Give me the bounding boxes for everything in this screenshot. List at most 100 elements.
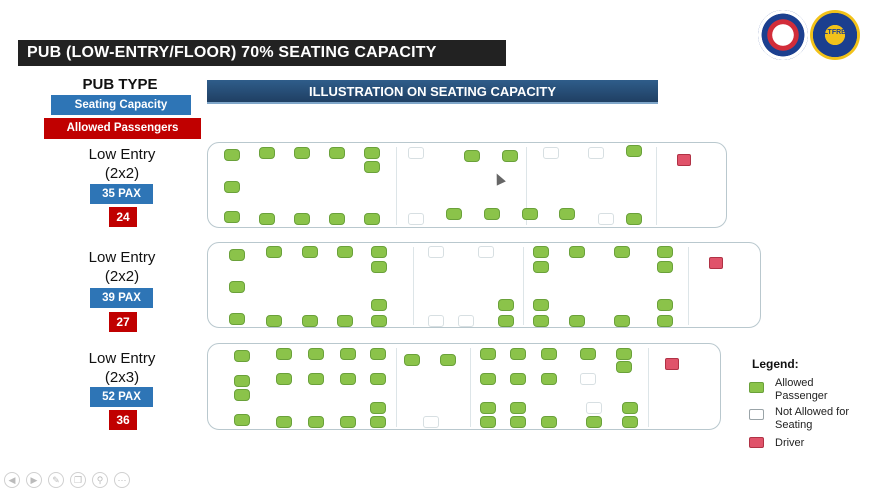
allowed-seat: [371, 261, 387, 273]
allowed-seat: [337, 246, 353, 258]
legend-driver-label: Driver: [775, 437, 805, 449]
not-allowed-seat: [478, 246, 494, 258]
bus-3-door-divider: [470, 348, 471, 427]
zoom-icon[interactable]: ⚲: [92, 472, 108, 488]
not-allowed-seat: [458, 315, 474, 327]
allowed-seat: [234, 350, 250, 362]
back-icon[interactable]: ◀: [4, 472, 20, 488]
bus-2-door-divider: [523, 247, 524, 325]
bus-2-cab-divider: [688, 247, 689, 325]
not-allowed-seat: [428, 246, 444, 258]
allowed-seat: [340, 373, 356, 385]
not-allowed-seat: [408, 213, 424, 225]
allowed-seat: [510, 416, 526, 428]
dotr-seal-logo: [758, 10, 808, 60]
bus-1-door-divider: [396, 147, 397, 225]
row-3-label: Low Entry (2x3): [67, 349, 177, 387]
allowed-seat: [464, 150, 480, 162]
not-allowed-seat: [580, 373, 596, 385]
driver-seat: [709, 257, 723, 269]
allowed-seat: [364, 161, 380, 173]
allowed-seat: [308, 416, 324, 428]
allowed-seat: [533, 261, 549, 273]
allowed-seat: [533, 246, 549, 258]
allowed-seat: [559, 208, 575, 220]
allowed-seat: [302, 315, 318, 327]
allowed-seat: [480, 416, 496, 428]
row-2-allowed-badge: 27: [109, 312, 137, 332]
allowed-seat: [622, 416, 638, 428]
allowed-seat: [614, 246, 630, 258]
bus-1-door-divider: [526, 147, 527, 225]
allowed-seat: [259, 147, 275, 159]
legend-title: Legend:: [752, 357, 799, 371]
pub-type-heading: PUB TYPE: [82, 76, 158, 93]
not-allowed-seat: [588, 147, 604, 159]
copy-icon[interactable]: ❐: [70, 472, 86, 488]
allowed-seat: [569, 246, 585, 258]
ltfrb-seal-logo: [810, 10, 860, 60]
allowed-seat: [510, 402, 526, 414]
allowed-seat: [259, 213, 275, 225]
allowed-seat: [276, 416, 292, 428]
allowed-seat: [533, 299, 549, 311]
allowed-seat: [329, 213, 345, 225]
legend-driver-swatch: [749, 437, 764, 448]
slide-title: PUB (LOW-ENTRY/FLOOR) 70% SEATING CAPACI…: [18, 40, 506, 66]
row-1-pax-badge: 35 PAX: [90, 184, 153, 204]
bus-3-cab-divider: [648, 348, 649, 427]
allowed-seat: [340, 348, 356, 360]
allowed-seat: [480, 402, 496, 414]
bus-layout-2: [207, 242, 761, 328]
allowed-seat: [229, 313, 245, 325]
allowed-seat: [586, 416, 602, 428]
allowed-seat: [616, 361, 632, 373]
allowed-seat: [294, 147, 310, 159]
allowed-seat: [224, 211, 240, 223]
allowed-seat: [498, 315, 514, 327]
allowed-seat: [440, 354, 456, 366]
allowed-seat: [371, 246, 387, 258]
allowed-seat: [329, 147, 345, 159]
allowed-seat: [522, 208, 538, 220]
legend-not-allowed-swatch: [749, 409, 764, 420]
allowed-seat: [364, 213, 380, 225]
allowed-seat: [229, 281, 245, 293]
legend-allowed-label: Allowed Passenger: [775, 377, 828, 402]
row-3-type: Low Entry: [88, 350, 156, 367]
row-1-config: (2x2): [104, 165, 140, 182]
allowed-seat: [533, 315, 549, 327]
allowed-seat: [370, 348, 386, 360]
bus-1-cab-divider: [656, 147, 657, 225]
ltfrb-logo-text: LTFRB: [823, 29, 847, 36]
more-icon[interactable]: ⋯: [114, 472, 130, 488]
row-1-allowed-badge: 24: [109, 207, 137, 227]
allowed-seat: [626, 145, 642, 157]
driver-seat: [665, 358, 679, 370]
row-2-label: Low Entry (2x2): [67, 248, 177, 286]
allowed-seat: [480, 348, 496, 360]
row-3-config: (2x3): [104, 369, 140, 386]
allowed-seat: [569, 315, 585, 327]
bus-3-door-divider: [396, 348, 397, 427]
allowed-seat: [616, 348, 632, 360]
row-3-pax-badge: 52 PAX: [90, 387, 153, 407]
allowed-seat: [266, 246, 282, 258]
allowed-seat: [657, 315, 673, 327]
not-allowed-seat: [408, 147, 424, 159]
seating-capacity-key: Seating Capacity: [51, 95, 191, 115]
pen-icon[interactable]: ✎: [48, 472, 64, 488]
allowed-seat: [370, 402, 386, 414]
driver-seat: [677, 154, 691, 166]
row-2-config: (2x2): [104, 268, 140, 285]
allowed-seat: [234, 375, 250, 387]
forward-icon[interactable]: ▶: [26, 472, 42, 488]
allowed-seat: [502, 150, 518, 162]
row-1-label: Low Entry (2x2): [67, 145, 177, 183]
allowed-seat: [657, 261, 673, 273]
allowed-seat: [446, 208, 462, 220]
allowed-seat: [224, 149, 240, 161]
allowed-seat: [580, 348, 596, 360]
allowed-seat: [622, 402, 638, 414]
allowed-seat: [370, 373, 386, 385]
